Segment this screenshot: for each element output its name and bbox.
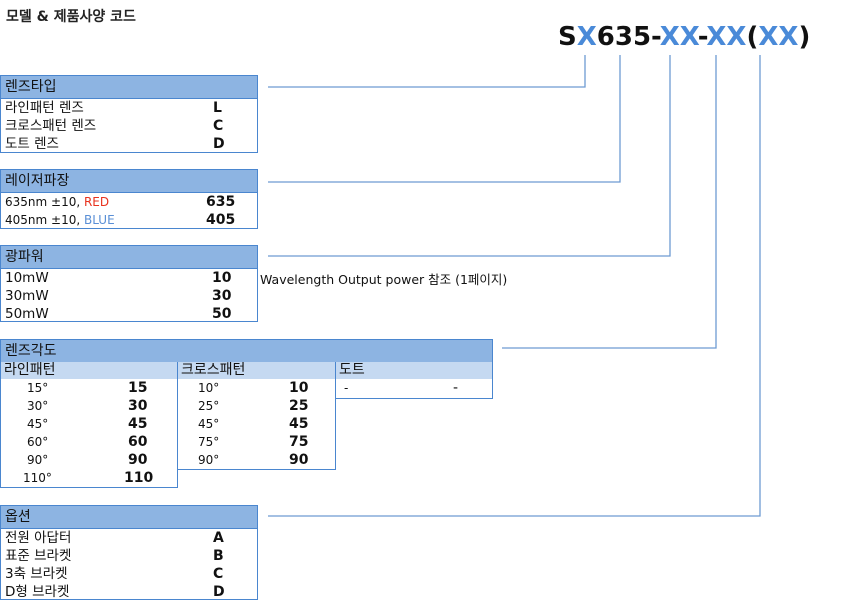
page-title: 모델 & 제품사양 코드 (6, 9, 136, 25)
line-angle-table: 라인패턴 15°15 30°30 45°45 60°60 90°90 110°1… (0, 362, 178, 488)
table-row: 45°45 (27, 416, 148, 432)
model-code: SX635-XX-XX(XX) (558, 22, 811, 52)
cross-pattern-subheader: 크로스패턴 (178, 362, 335, 379)
table-row: -- (344, 380, 459, 396)
dot-subheader: 도트 (336, 362, 492, 379)
table-row: 75°75 (198, 434, 309, 450)
table-row: 30°30 (27, 398, 148, 414)
dot-angle-table: 도트 -- (335, 362, 493, 399)
table-row: 90°90 (27, 452, 148, 468)
cross-angle-table: 크로스패턴 10°10 25°25 45°45 75°75 90°90 (177, 362, 336, 470)
lens-angle-header: 렌즈각도 (1, 340, 492, 363)
power-header: 광파워 (1, 246, 257, 269)
table-row: 25°25 (198, 398, 309, 414)
table-row: 90°90 (198, 452, 309, 468)
lens-type-header: 렌즈타입 (1, 76, 257, 99)
table-row: 45°45 (198, 416, 309, 432)
lens-angle-header-box: 렌즈각도 (0, 339, 493, 363)
line-pattern-subheader: 라인패턴 (1, 362, 177, 379)
table-row: 60°60 (27, 434, 148, 450)
power-note: Wavelength Output power 참조 (1페이지) (260, 272, 508, 287)
options-header: 옵션 (1, 506, 257, 529)
table-row: 15°15 (27, 380, 148, 396)
table-row: 110°110 (23, 470, 154, 486)
table-row: 10°10 (198, 380, 309, 396)
wavelength-header: 레이저파장 (1, 170, 257, 193)
